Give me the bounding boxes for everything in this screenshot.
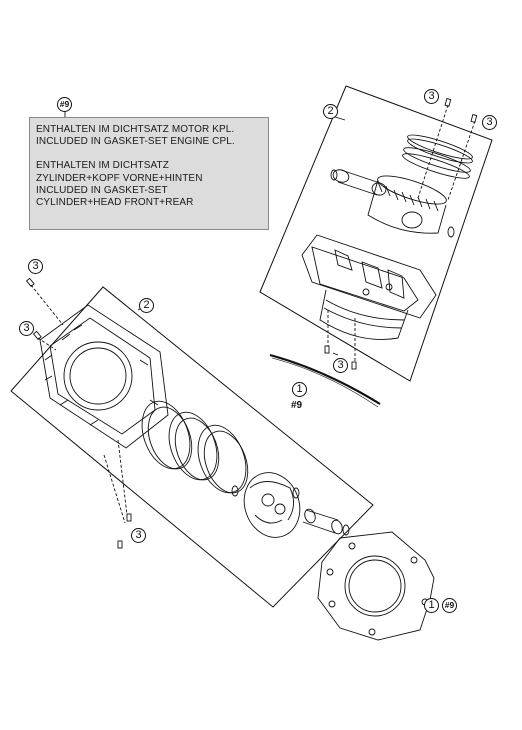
upper-cylinder-block bbox=[301, 234, 437, 340]
ref-circle: #9 bbox=[57, 97, 72, 112]
note-line: ENTHALTEN IM DICHTSATZ MOTOR KPL. bbox=[36, 124, 235, 135]
note-line: INCLUDED IN GASKET-SET bbox=[36, 184, 168, 196]
callout-3-upper-b: 3 bbox=[482, 115, 497, 130]
callout-3-lower-a: 3 bbox=[28, 259, 43, 274]
callout-1-lower: 1 bbox=[424, 598, 439, 613]
upper-base-gasket bbox=[269, 353, 381, 405]
note-line: INCLUDED IN GASKET-SET ENGINE CPL. bbox=[36, 136, 235, 148]
callout-3-upper-a: 3 bbox=[424, 89, 439, 104]
lower-wrist-pin bbox=[231, 485, 350, 536]
upper-pin-clips bbox=[417, 98, 478, 201]
note-line: ENTHALTEN IM DICHTSATZ bbox=[36, 160, 169, 172]
lower-head-gasket bbox=[317, 531, 435, 641]
upper-assembly-frame bbox=[259, 85, 493, 382]
callout-3-upper-c: 3 bbox=[333, 358, 348, 373]
lower-assembly-frame bbox=[10, 286, 374, 608]
lower-cylinder-block bbox=[39, 304, 169, 449]
callout-2-upper: 2 bbox=[323, 104, 338, 119]
ref-9-lower: #9 bbox=[442, 598, 457, 613]
upper-wrist-pin bbox=[330, 169, 455, 238]
lower-piston-rings bbox=[141, 400, 249, 494]
gasket-set-note: ENTHALTEN IM DICHTSATZ MOTOR KPL. INCLUD… bbox=[29, 117, 269, 230]
note-ref-label: #9 bbox=[57, 97, 72, 112]
callout-2-lower: 2 bbox=[139, 298, 154, 313]
lower-piston bbox=[243, 472, 301, 538]
upper-piston-rings bbox=[402, 134, 473, 179]
note-line: ZYLINDER+KOPF VORNE+HINTEN bbox=[36, 172, 203, 184]
callout-1-upper: 1 bbox=[292, 382, 307, 397]
ref-9-upper: #9 bbox=[291, 400, 303, 411]
callout-3-lower-b: 3 bbox=[19, 321, 34, 336]
note-line: CYLINDER+HEAD FRONT+REAR bbox=[36, 197, 194, 209]
callout-3-lower-c: 3 bbox=[131, 528, 146, 543]
upper-piston bbox=[367, 175, 447, 234]
